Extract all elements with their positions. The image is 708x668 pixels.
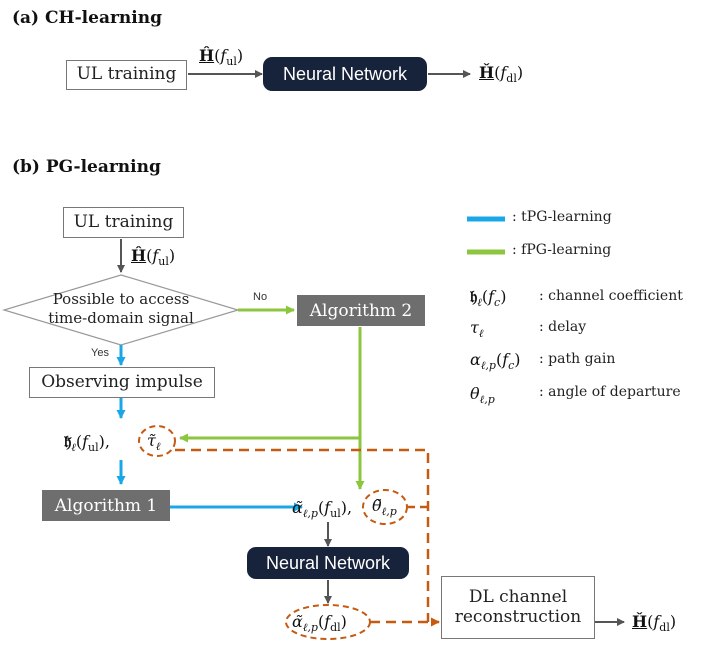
section-a-title: (a) CH-learning — [12, 8, 162, 28]
no-label: No — [253, 291, 268, 303]
yes-label: Yes — [91, 347, 109, 359]
ul-training-box-a: UL training — [66, 60, 187, 90]
alpha-tilde-ul-label: α̃ℓ,p(ful), — [292, 498, 353, 521]
neural-network-box-a: Neural Network — [263, 57, 427, 91]
dl-line1: DL channel — [468, 586, 568, 607]
section-b-title: (b) PG-learning — [12, 157, 161, 177]
algorithm-2-box: Algorithm 2 — [297, 295, 425, 326]
h-tilde-label: 𝔥̃ℓ(ful), — [64, 432, 110, 455]
observing-impulse-box: Observing impulse — [29, 367, 215, 398]
h-hat-ul-label-b: Ĥ(ful) — [131, 246, 176, 269]
h-check-dl-label-a: Ȟ(fdl) — [479, 63, 524, 86]
decision-text: Possible to access time-domain signal — [24, 290, 218, 328]
h-check-dl-label-b: Ȟ(fdl) — [632, 612, 677, 635]
decision-line1: Possible to access — [52, 290, 190, 308]
decision-line2: time-domain signal — [48, 308, 194, 327]
legend-symbol-angle: θℓ,p — [470, 384, 495, 407]
dl-channel-reconstruction-box: DL channel reconstruction — [441, 576, 595, 639]
theta-tilde-label: θ̃ℓ,p — [372, 496, 397, 519]
dl-line2: reconstruction — [454, 606, 582, 627]
legend-symbol-channel: 𝔥ℓ(fc) — [470, 287, 507, 310]
legend-desc-delay: : delay — [539, 319, 587, 335]
h-hat-ul-label-a: Ĥ(ful) — [199, 46, 244, 69]
legend-tpg-text: : tPG-learning — [512, 209, 612, 225]
legend-desc-path-gain: : path gain — [539, 351, 616, 367]
legend-desc-channel: : channel coefficient — [539, 288, 683, 304]
legend-desc-angle: : angle of departure — [539, 384, 681, 400]
dashed-tau-to-vertical — [175, 448, 430, 622]
legend-symbol-delay: τℓ — [470, 318, 484, 341]
neural-network-box-b: Neural Network — [247, 547, 409, 579]
legend-symbol-path-gain: αℓ,p(fc) — [470, 350, 521, 373]
alpha-tilde-dl-label: α̃ℓ,p(fdl) — [292, 612, 347, 635]
legend-fpg-text: : fPG-learning — [512, 242, 612, 258]
algorithm-1-box: Algorithm 1 — [42, 490, 170, 521]
ul-training-box-b: UL training — [63, 207, 184, 238]
tau-tilde-label: τ̃ℓ — [147, 431, 161, 454]
tau-ellipse — [138, 425, 176, 457]
